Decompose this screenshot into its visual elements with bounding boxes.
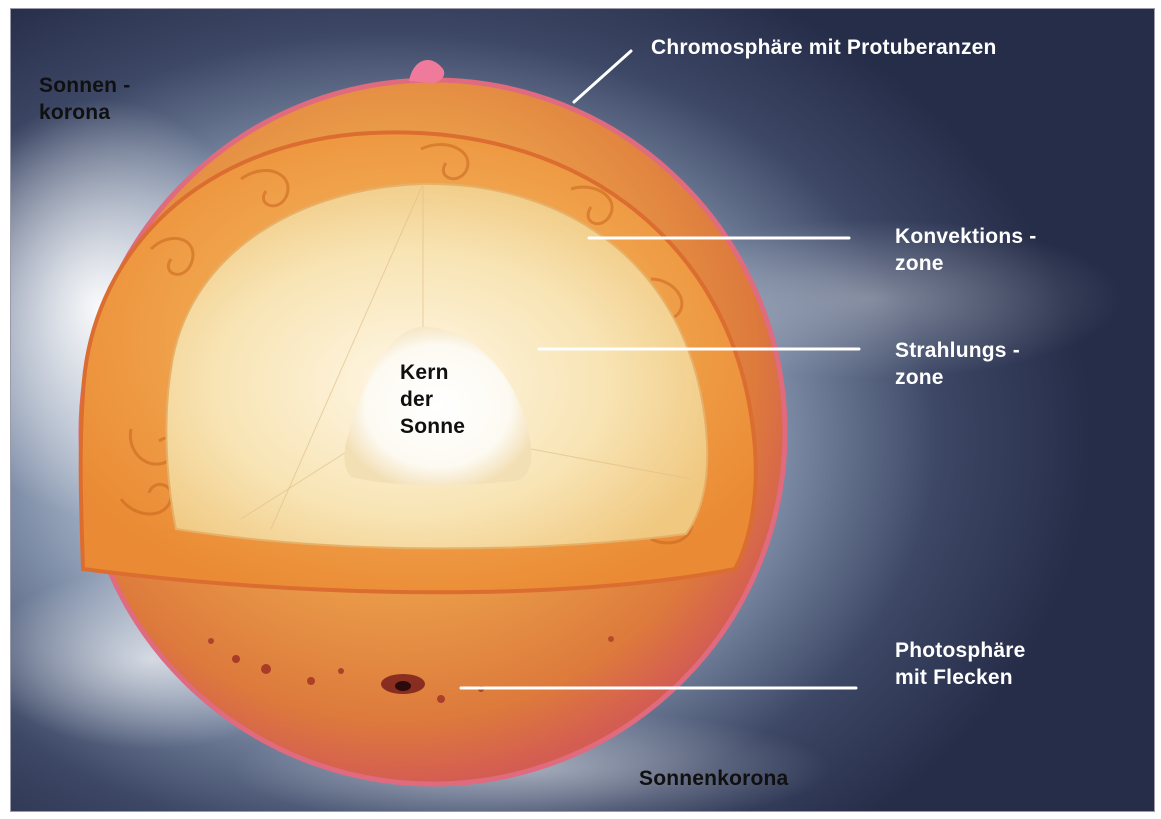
label-convection-zone: Konvektions - zone: [895, 223, 1036, 277]
label-corona-top-left: Sonnen - korona: [39, 72, 130, 126]
label-photosphere: Photosphäre mit Flecken: [895, 637, 1026, 691]
leader-line-chromosphere: [574, 51, 631, 102]
label-radiation-zone: Strahlungs - zone: [895, 337, 1020, 391]
label-core: Kern der Sonne: [400, 359, 465, 440]
label-chromosphere: Chromosphäre mit Protuberanzen: [651, 34, 997, 61]
prominence: [409, 60, 444, 83]
label-corona-bottom: Sonnenkorona: [639, 765, 788, 792]
sun-illustration-frame: Sonnen - korona Chromosphäre mit Protube…: [10, 8, 1155, 812]
